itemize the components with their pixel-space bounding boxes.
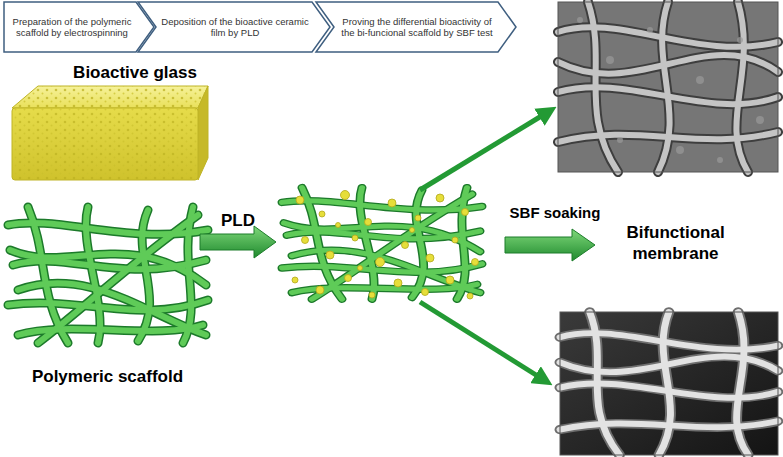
chevron-shape: [4, 2, 154, 52]
sem-image: [560, 312, 778, 455]
step-text: Proving the differential bioactivity of …: [338, 16, 496, 38]
step-chevron: Proving the differential bioactivity of …: [316, 2, 516, 52]
process-arrow: [200, 226, 276, 258]
figure-label: Bifunctional membrane: [608, 222, 743, 264]
figure-label: PLD: [205, 210, 271, 231]
chevron-shape: [316, 2, 516, 52]
chevron-shape: [138, 2, 330, 52]
pointer-arrow: [420, 112, 548, 190]
figure-label: Polymeric scaffold: [10, 366, 205, 387]
bioactive-glass-block: [12, 86, 208, 180]
step-text: Preparation of the polymeric scaffold by…: [10, 16, 134, 38]
figure-label: SBF soaking: [500, 203, 610, 222]
coated-scaffold: [282, 188, 482, 300]
step-chevron: Deposition of the bioactive ceramic film…: [138, 2, 330, 52]
figure-label: Bioactive glass: [55, 62, 215, 83]
pointer-arrow: [420, 302, 544, 380]
process-arrow: [505, 229, 595, 261]
step-text: Deposition of the bioactive ceramic film…: [160, 16, 310, 38]
sem-image: [558, 2, 778, 172]
polymeric-scaffold: [8, 207, 208, 343]
step-chevron: Preparation of the polymeric scaffold by…: [4, 2, 154, 52]
